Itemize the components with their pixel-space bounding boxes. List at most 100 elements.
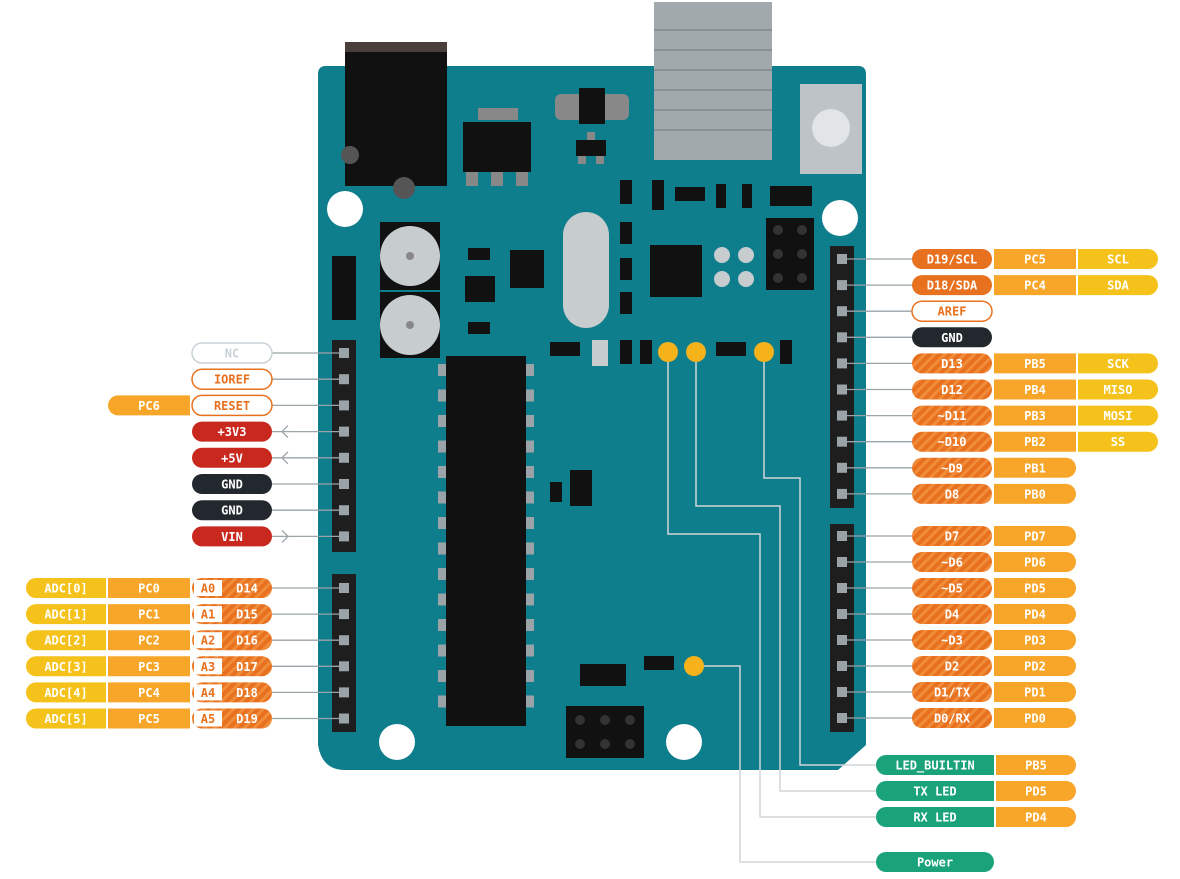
digital-pin-label-text: D12: [941, 383, 963, 397]
function-label-text: SCK: [1107, 357, 1129, 371]
power-pin-gnd-label: GND: [192, 500, 272, 521]
power-pin-5v-label-text: +5V: [221, 451, 243, 465]
crystal-oscillator: [563, 212, 609, 328]
mounting-hole: [666, 724, 702, 760]
regulator-tab: [478, 108, 518, 120]
led-port-label: PD4: [996, 807, 1076, 827]
analog-port-label: PC0: [108, 578, 190, 598]
led-label-text: TX LED: [913, 785, 956, 799]
led-label: LED_BUILTIN: [876, 755, 994, 775]
analog-port-label: PC2: [108, 630, 190, 651]
power-led-label-text: Power: [917, 856, 953, 870]
analog-pin-label: A3 D17: [192, 656, 272, 677]
board-leds: [658, 342, 774, 676]
digital-port-label-text: PB0: [1024, 487, 1046, 501]
led-icon: [658, 342, 678, 362]
power-pin-5v-label: +5V: [192, 447, 272, 468]
digital-pin-text: D14: [236, 582, 258, 596]
smd-chip: [465, 276, 495, 302]
digital-port-label-text: PB3: [1024, 409, 1046, 423]
digital-pin-text: D17: [236, 660, 258, 674]
analog-port-label: PC4: [108, 682, 190, 703]
pin-labels: NCIOREFRESETPC6+3V3+5VGNDGNDVINADC[0]PC0…: [26, 249, 1158, 872]
digital-pin-label-text: ~D6: [941, 556, 963, 570]
digital-pin-label: ~D9: [912, 457, 992, 478]
digital-port-label: PD4: [994, 604, 1076, 624]
analog-port-label-text: PC0: [138, 582, 160, 596]
digital-port-label-text: PD3: [1024, 634, 1046, 648]
digital-pin-label: D13: [912, 353, 992, 374]
analog-pin-label: A1 D15: [192, 604, 272, 625]
analog-port-label: PC1: [108, 604, 190, 625]
analog-pin-text: A4: [201, 686, 215, 700]
adc-label: ADC[3]: [26, 656, 106, 677]
analog-port-label: PC3: [108, 656, 190, 677]
digital-pin-label-text: D18/SDA: [927, 279, 978, 293]
adc-label: ADC[2]: [26, 630, 106, 651]
usb-connector-ridges: [654, 29, 772, 131]
adc-label-text: ADC[3]: [44, 660, 87, 674]
function-label-text: MISO: [1104, 383, 1133, 397]
digital-pin-label: D8: [912, 483, 992, 504]
digital-pin-label-text: D1/TX: [934, 686, 971, 700]
digital-port-label: PB5: [994, 353, 1076, 374]
digital-pin-label: ~D10: [912, 431, 992, 452]
led-icon: [754, 342, 774, 362]
adc-label-text: ADC[2]: [44, 634, 87, 648]
analog-pin-text: A1: [201, 608, 215, 622]
digital-port-label: PC5: [994, 249, 1076, 269]
voltage-regulator: [463, 122, 531, 172]
power-pin-3v3-label-text: +3V3: [218, 425, 247, 439]
digital-port-label: PD0: [994, 708, 1076, 728]
digital-pin-label: ~D6: [912, 552, 992, 572]
analog-pin-text: A3: [201, 660, 215, 674]
digital-port-label-text: PD2: [1024, 660, 1046, 674]
connector-lines: [272, 258, 912, 863]
icsp-header-mcu: [566, 706, 644, 758]
digital-port-label-text: PC5: [1024, 253, 1046, 267]
digital-port-label-text: PD1: [1024, 686, 1046, 700]
function-label: SCL: [1078, 249, 1158, 269]
digital-pin-label-text: D0/RX: [934, 712, 971, 726]
digital-pin-label: D1/TX: [912, 682, 992, 702]
function-label: MISO: [1078, 379, 1158, 400]
power-pin-nc-label: NC: [191, 342, 273, 364]
adc-label: ADC[5]: [26, 708, 106, 729]
digital-pin-label: D2: [912, 656, 992, 676]
digital-pin-label-text: D4: [945, 608, 959, 622]
reset-button-cap: [812, 109, 850, 147]
function-label-text: SDA: [1107, 279, 1129, 293]
dc-jack-pin: [341, 146, 359, 164]
digital-pin-label: AREF: [911, 300, 993, 322]
adc-label-text: ADC[0]: [44, 582, 87, 596]
function-label: SS: [1078, 431, 1158, 452]
adc-label: ADC[1]: [26, 604, 106, 625]
analog-pin-text: A5: [201, 712, 215, 726]
digital-pin-label-text: AREF: [938, 305, 967, 319]
adc-label-text: ADC[5]: [44, 712, 87, 726]
led-port-label-text: PD5: [1025, 785, 1047, 799]
digital-pin-label-text: D13: [941, 357, 963, 371]
atmega-pins: [438, 364, 534, 708]
digital-pin-label: GND: [912, 327, 992, 348]
analog-port-label-text: PC1: [138, 608, 160, 622]
function-label-text: MOSI: [1104, 409, 1133, 423]
digital-pin-label-text: ~D9: [941, 461, 963, 475]
digital-port-label: PD3: [994, 630, 1076, 650]
led-port-label: PB5: [996, 755, 1076, 775]
digital-pin-label: D19/SCL: [912, 249, 992, 269]
power-led-label: Power: [876, 852, 994, 872]
mounting-hole: [379, 724, 415, 760]
digital-port-label-text: PD7: [1024, 530, 1046, 544]
function-label: MOSI: [1078, 405, 1158, 426]
power-pin-ioref-label-text: IOREF: [214, 373, 250, 387]
function-label: SCK: [1078, 353, 1158, 374]
digital-pin-text: D15: [236, 608, 258, 622]
board: [318, 2, 866, 770]
digital-pin-label: D4: [912, 604, 992, 624]
digital-port-label: PB1: [994, 457, 1076, 478]
digital-pin-text: D19: [236, 712, 258, 726]
mounting-hole: [822, 200, 858, 236]
adc-label: ADC[0]: [26, 578, 106, 598]
